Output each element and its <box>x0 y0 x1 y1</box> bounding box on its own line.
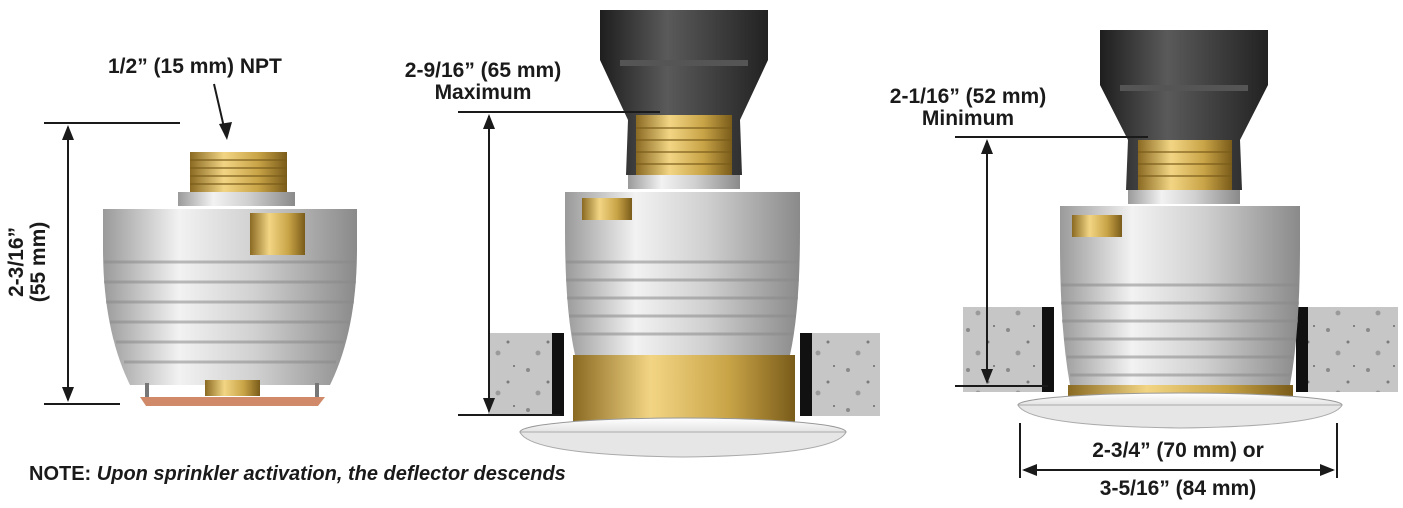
left-sprinkler <box>103 152 357 406</box>
max-height-line2: Maximum <box>434 81 532 104</box>
min-height-line1: 2-1/16” (52 mm) <box>889 85 1047 108</box>
max-height-line1: 2-9/16” (65 mm) <box>404 59 562 82</box>
min-height-line2: Minimum <box>921 107 1015 130</box>
min-height-label: 2-1/16” (52 mm) Minimum <box>868 86 1068 130</box>
note-text: NOTE: Upon sprinkler activation, the def… <box>29 463 566 486</box>
left-height-line1: 2-3/16” <box>5 226 28 298</box>
dimension-lines <box>44 83 1338 478</box>
max-height-label: 2-9/16” (65 mm) Maximum <box>388 60 578 104</box>
left-height-line2: (55 mm) <box>27 221 50 303</box>
note-prefix: NOTE: <box>29 463 92 485</box>
width-label-line2: 3-5/16” (84 mm) <box>1099 477 1257 500</box>
left-height-label: 2-3/16” (55 mm) <box>5 192 50 332</box>
dimension-arrowheads <box>62 114 1335 476</box>
right-sprinkler <box>963 30 1398 429</box>
thread-size-label: 1/2” (15 mm) NPT <box>108 55 282 78</box>
width-label-line1: 2-3/4” (70 mm) or <box>1092 439 1264 462</box>
note-body: Upon sprinkler activation, the deflector… <box>96 463 566 485</box>
middle-sprinkler <box>488 10 880 458</box>
